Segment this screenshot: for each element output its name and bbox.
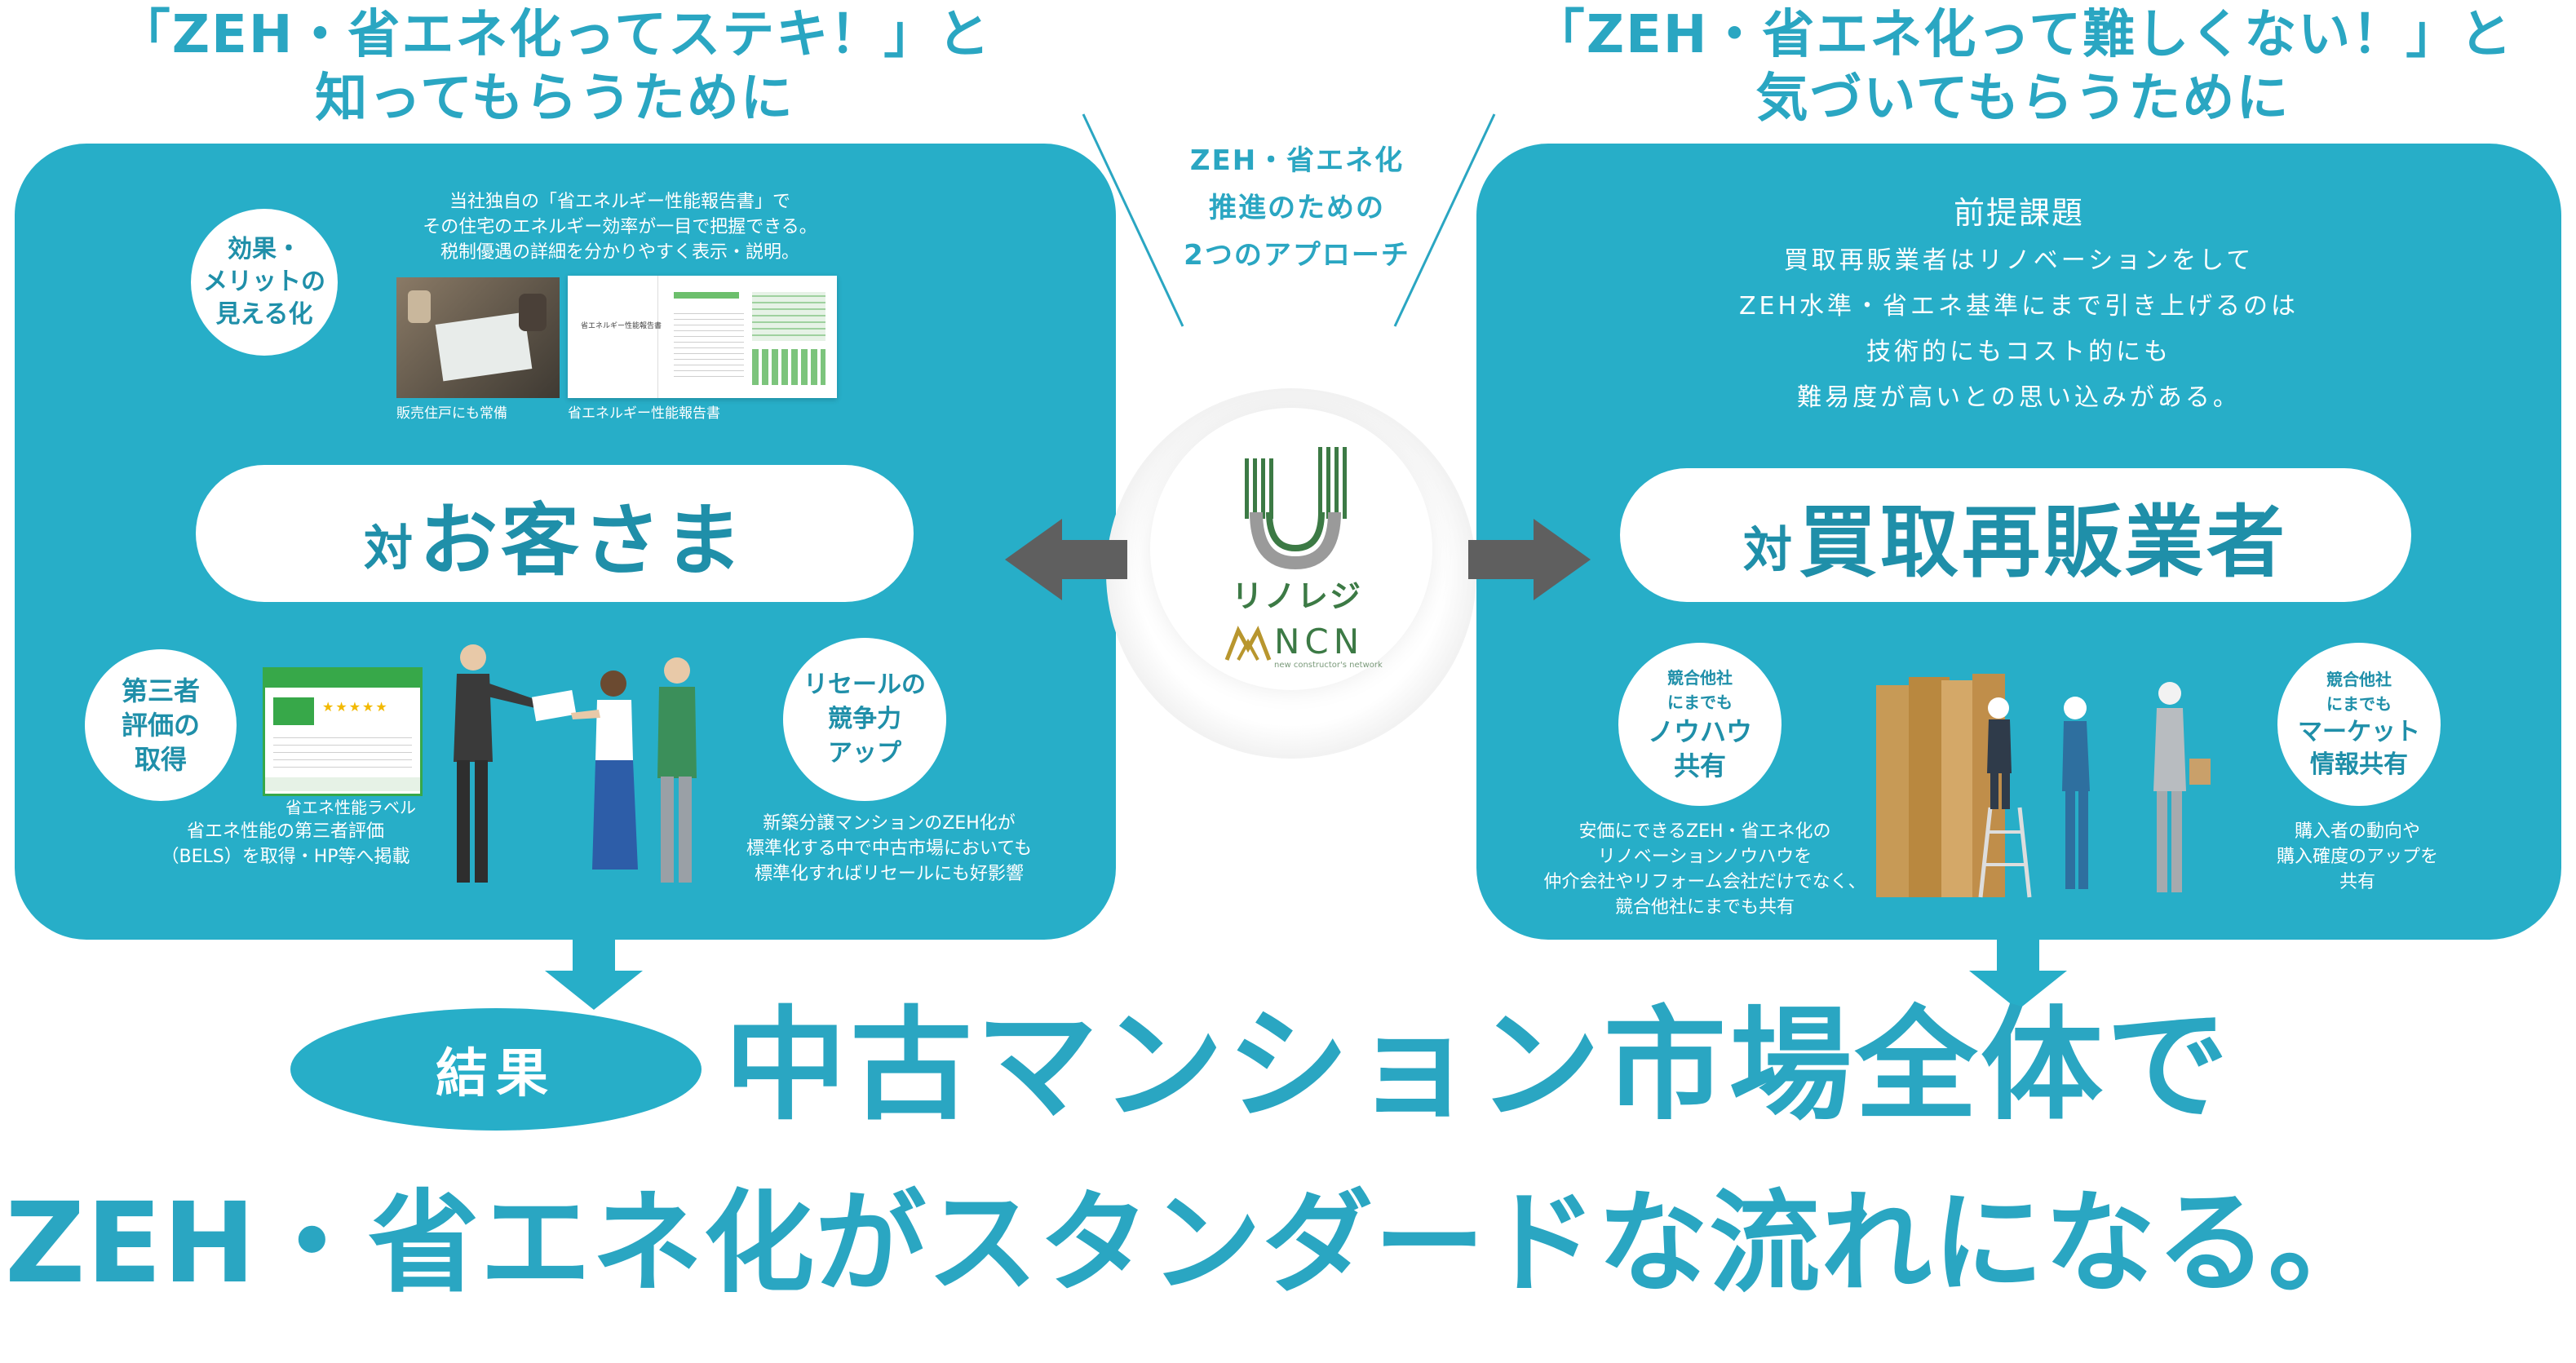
knowhow-desc-line3: 仲介会社やリフォーム会社だけでなく、	[1543, 872, 1866, 892]
badge-visualize-benefits: 効果・ メリットの 見える化	[191, 209, 338, 356]
bels-desc-line2: （BELS）を取得・HP等へ掲載	[161, 847, 410, 867]
badge-third-party-line3: 取得	[134, 744, 187, 775]
badge-knowhow-line3: ノウハウ	[1647, 716, 1752, 747]
premise-desc-line1: 買取再販業者はリノベーションをして	[1783, 246, 2255, 275]
market-desc-line1: 購入者の動向や	[2294, 821, 2420, 842]
badge-market-line4: 情報共有	[2310, 750, 2408, 779]
knowhow-desc-line4: 競合他社にまでも共有	[1614, 897, 1795, 918]
renoreji-logo-text: リノレジ	[1231, 578, 1362, 614]
badge-knowhow-line2: にまでも	[1667, 693, 1733, 712]
resale-desc-line3: 標準化すればリセールにも好影響	[754, 864, 1024, 884]
badge-third-party-line2: 評価の	[121, 710, 200, 741]
ncn-logo-mark	[1224, 626, 1272, 661]
ncn-logo-subtext: new constructor's network	[1274, 661, 1383, 670]
sales-unit-photo	[396, 277, 560, 398]
photo-caption: 販売住戸にも常備	[396, 405, 507, 422]
left-heading: 「ZEH・省エネ化ってステキ！」と 知ってもらうために	[49, 3, 1060, 131]
report-desc-line2: その住宅のエネルギー効率が一目で把握できる。	[423, 217, 817, 237]
resale-desc-line1: 新築分譲マンションのZEH化が	[763, 813, 1016, 834]
premise-description: 買取再販業者はリノベーションをして ZEH水準・省エネ基準にまで引き上げるのは …	[1476, 238, 2561, 421]
badge-third-party-evaluation: 第三者 評価の 取得	[85, 649, 237, 801]
result-badge-label: 結果	[436, 1044, 556, 1104]
resale-description: 新築分譲マンションのZEH化が 標準化する中で中古市場においても 標準化すればリ…	[718, 811, 1060, 887]
center-line1: ZEH・省エネ化	[1189, 144, 1405, 177]
badge-knowhow-line4: 共有	[1673, 750, 1726, 781]
badge-visualize-line2: メリットの	[203, 268, 325, 296]
report-document-title: 省エネルギー性能報告書	[581, 322, 662, 330]
premise-title: 前提課題	[1953, 195, 2084, 231]
target-resellers-prefix: 対	[1743, 521, 1792, 579]
center-line2: 推進のための	[1209, 192, 1385, 224]
resale-desc-line2: 標準化する中で中古市場においても	[746, 839, 1033, 859]
premise-desc-line4: 難易度が高いとの思い込みがある。	[1797, 383, 2241, 412]
badge-visualize-line1: 効果・	[228, 235, 301, 263]
left-heading-line1: 「ZEH・省エネ化ってステキ！」と	[117, 5, 992, 65]
center-line3: 2つのアプローチ	[1184, 239, 1410, 272]
badge-visualize-line3: 見える化	[215, 300, 313, 329]
badge-resale-line3: アップ	[828, 739, 901, 768]
arrow-left-icon	[1005, 519, 1127, 600]
report-description: 当社独自の「省エネルギー性能報告書」で その住宅のエネルギー効率が一目で把握でき…	[367, 189, 873, 265]
badge-share-knowhow: 競合他社 にまでも ノウハウ 共有	[1618, 643, 1782, 806]
knowhow-desc-line1: 安価にできるZEH・省エネ化の	[1578, 821, 1831, 842]
target-resellers-label: 買取再販業者	[1799, 496, 2288, 588]
badge-resale-line1: リセールの	[803, 670, 926, 699]
right-heading-line2: 気づいてもらうために	[1755, 69, 2291, 129]
market-description: 購入者の動向や 購入確度のアップを 共有	[2235, 819, 2480, 895]
right-heading: 「ZEH・省エネ化って難しくない！」と 気づいてもらうために	[1509, 3, 2537, 131]
renoreji-logo-mark	[1245, 447, 1347, 569]
center-approach-text: ZEH・省エネ化 推進のための 2つのアプローチ	[1118, 137, 1476, 279]
right-heading-line1: 「ZEH・省エネ化って難しくない！」と	[1532, 5, 2514, 65]
energy-label-caption: 省エネ性能ラベル	[285, 798, 416, 817]
badge-share-market-info: 競合他社 にまでも マーケット 情報共有	[2277, 643, 2441, 806]
premise-desc-line2: ZEH水準・省エネ基準にまで引き上げるのは	[1738, 292, 2299, 321]
down-arrow-left-icon	[545, 938, 643, 1010]
renovation-workers-illustration	[1876, 674, 2211, 898]
down-arrow-right-icon	[1969, 938, 2067, 1010]
badge-knowhow-line1: 競合他社	[1667, 668, 1733, 688]
energy-label-image: ★★★★★	[263, 667, 423, 796]
badge-market-line3: マーケット	[2298, 718, 2420, 746]
market-desc-line2: 購入確度のアップを	[2276, 847, 2438, 867]
bels-desc-line1: 省エネ性能の第三者評価	[186, 821, 384, 842]
badge-third-party-line1: 第三者	[121, 675, 200, 706]
knowhow-description: 安価にできるZEH・省エネ化の リノベーションノウハウを 仲介会社やリフォーム会…	[1534, 819, 1876, 920]
target-customers-prefix: 対	[364, 520, 413, 578]
arrow-right-icon	[1468, 519, 1591, 600]
bels-description: 省エネ性能の第三者評価 （BELS）を取得・HP等へ掲載	[122, 819, 449, 870]
report-desc-line3: 税制優遇の詳細を分かりやすく表示・説明。	[440, 242, 799, 263]
result-line1: 中古マンション市場全体で	[724, 995, 2233, 1137]
connector-lines	[1082, 113, 1496, 327]
knowhow-desc-line2: リノベーションノウハウを	[1597, 847, 1812, 867]
badge-market-line2: にまでも	[2326, 694, 2392, 714]
customer-meeting-illustration	[454, 644, 697, 883]
result-line2: ZEH・省エネ化がスタンダードな流れになる。	[5, 1179, 2380, 1308]
document-caption: 省エネルギー性能報告書	[568, 405, 720, 422]
badge-market-line1: 競合他社	[2326, 670, 2392, 689]
target-customers-pill: 対 お客さま	[196, 465, 914, 602]
target-customers-label: お客さま	[419, 494, 746, 586]
left-heading-line2: 知ってもらうために	[315, 69, 794, 129]
badge-resale-competitiveness: リセールの 競争力 アップ	[783, 638, 946, 801]
result-badge: 結果	[290, 1008, 702, 1131]
report-document-image: 省エネルギー性能報告書	[568, 276, 837, 398]
target-resellers-pill: 対 買取再販業者	[1620, 468, 2411, 602]
market-desc-line3: 共有	[2339, 872, 2375, 892]
report-desc-line1: 当社独自の「省エネルギー性能報告書」で	[449, 192, 790, 212]
premise-desc-line3: 技術的にもコスト的にも	[1866, 338, 2171, 366]
ncn-logo-text: NCN	[1274, 622, 1365, 662]
badge-resale-line2: 競争力	[828, 705, 901, 733]
